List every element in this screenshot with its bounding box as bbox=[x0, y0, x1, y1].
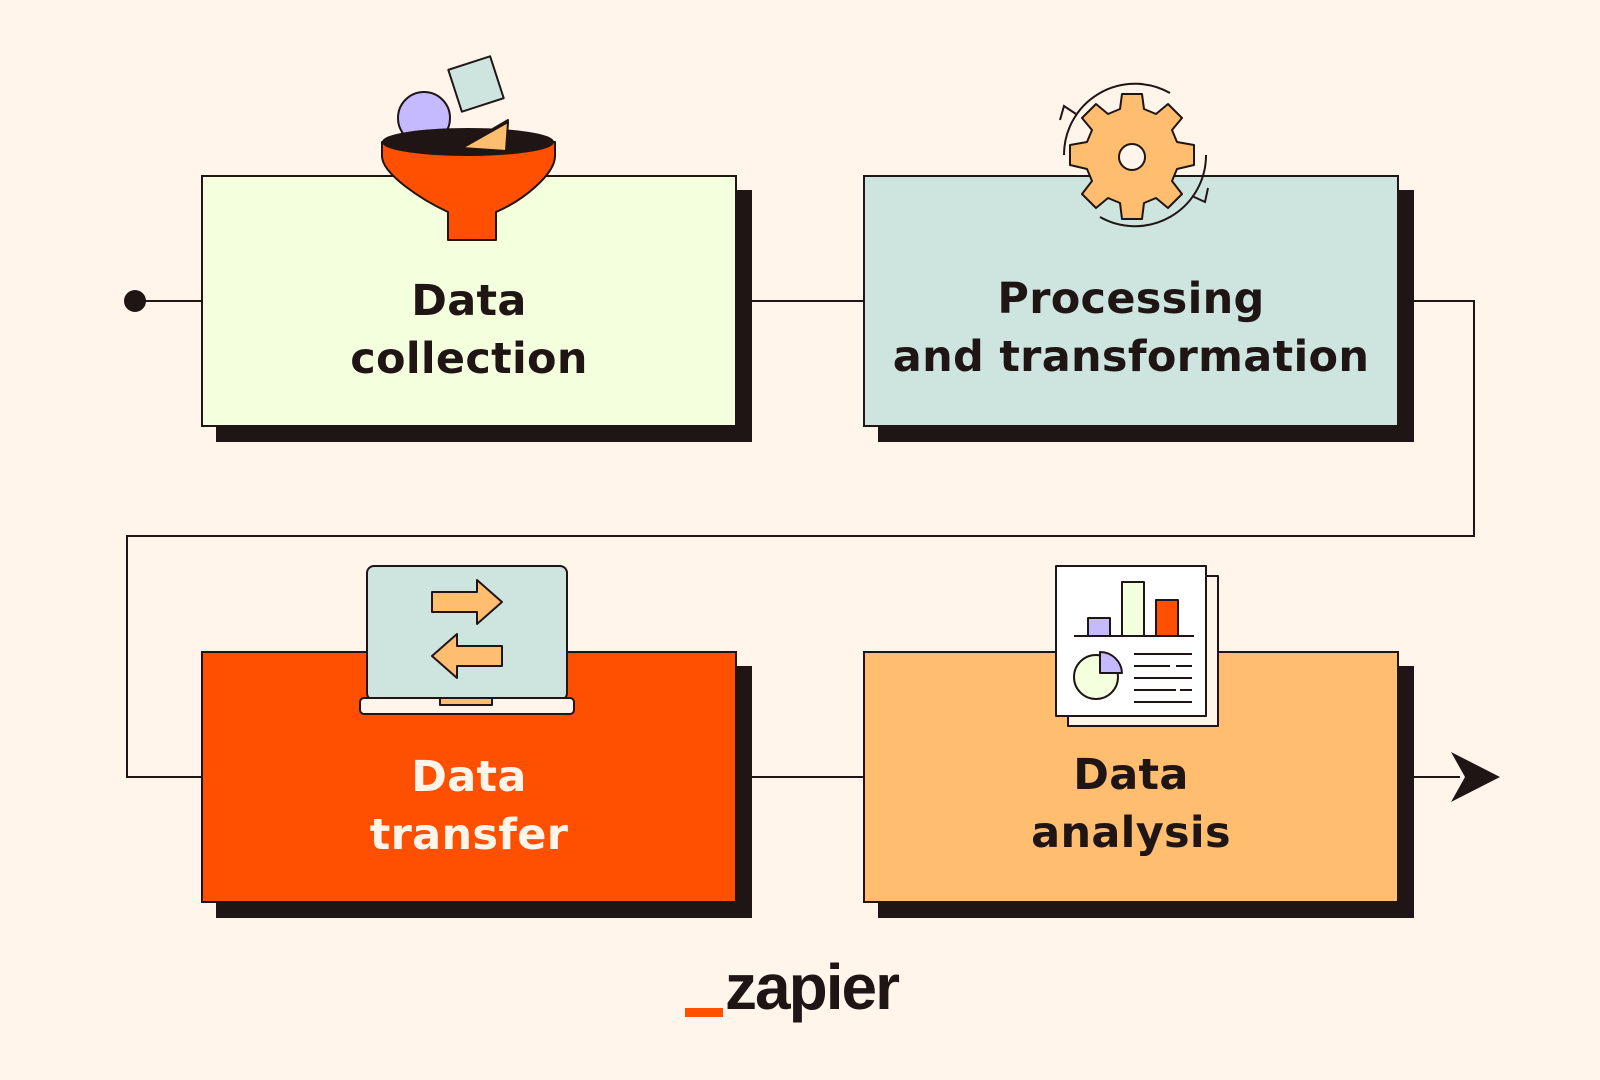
square-shape bbox=[447, 55, 505, 113]
step-title-line2: and transformation bbox=[892, 332, 1370, 382]
end-arrow-icon bbox=[1451, 752, 1500, 802]
bar-small bbox=[1087, 617, 1111, 637]
step-title-line2: transfer bbox=[369, 810, 569, 860]
funnel-body bbox=[381, 141, 556, 241]
step-title-line2: collection bbox=[350, 334, 588, 384]
gear-icon bbox=[1059, 82, 1209, 228]
laptop-screen bbox=[366, 565, 568, 701]
triangle-front bbox=[461, 121, 509, 152]
logo-wordmark: zapier bbox=[725, 951, 900, 1023]
funnel-mouth bbox=[382, 128, 554, 156]
step-title-line1: Data bbox=[411, 276, 527, 326]
bar-medium bbox=[1155, 599, 1179, 637]
rotate-arc-bottom bbox=[1099, 154, 1208, 228]
step-label-analysis: Data analysis bbox=[865, 746, 1397, 862]
step-title-line1: Processing bbox=[997, 274, 1265, 324]
step-title-line1: Data bbox=[411, 752, 527, 802]
pie-slice bbox=[1099, 650, 1123, 674]
step-title-line2: analysis bbox=[1031, 808, 1231, 858]
logo-underscore bbox=[685, 1008, 723, 1017]
gear-wheel bbox=[1069, 93, 1195, 220]
step-label-transfer: Data transfer bbox=[203, 748, 735, 864]
bar-tall bbox=[1121, 581, 1145, 637]
zapier-logo: zapier bbox=[685, 952, 925, 1028]
step-label-collection: Data collection bbox=[203, 272, 735, 388]
rotate-arrowhead-right bbox=[1191, 187, 1209, 204]
step-label-processing: Processing and transformation bbox=[865, 270, 1397, 386]
laptop-notch bbox=[439, 697, 493, 706]
rotate-arc-top bbox=[1062, 82, 1171, 156]
rotate-arrowhead-left bbox=[1059, 104, 1077, 121]
report-chart-icon bbox=[1055, 565, 1219, 727]
step-processing-transformation: Processing and transformation bbox=[863, 175, 1399, 427]
step-title-line1: Data bbox=[1073, 750, 1189, 800]
laptop-transfer-icon bbox=[359, 565, 575, 715]
connector-processing-to-transfer bbox=[126, 300, 1475, 778]
arrow-right-icon bbox=[431, 579, 503, 625]
funnel-icon bbox=[381, 55, 556, 241]
arrow-left-icon bbox=[431, 633, 503, 679]
